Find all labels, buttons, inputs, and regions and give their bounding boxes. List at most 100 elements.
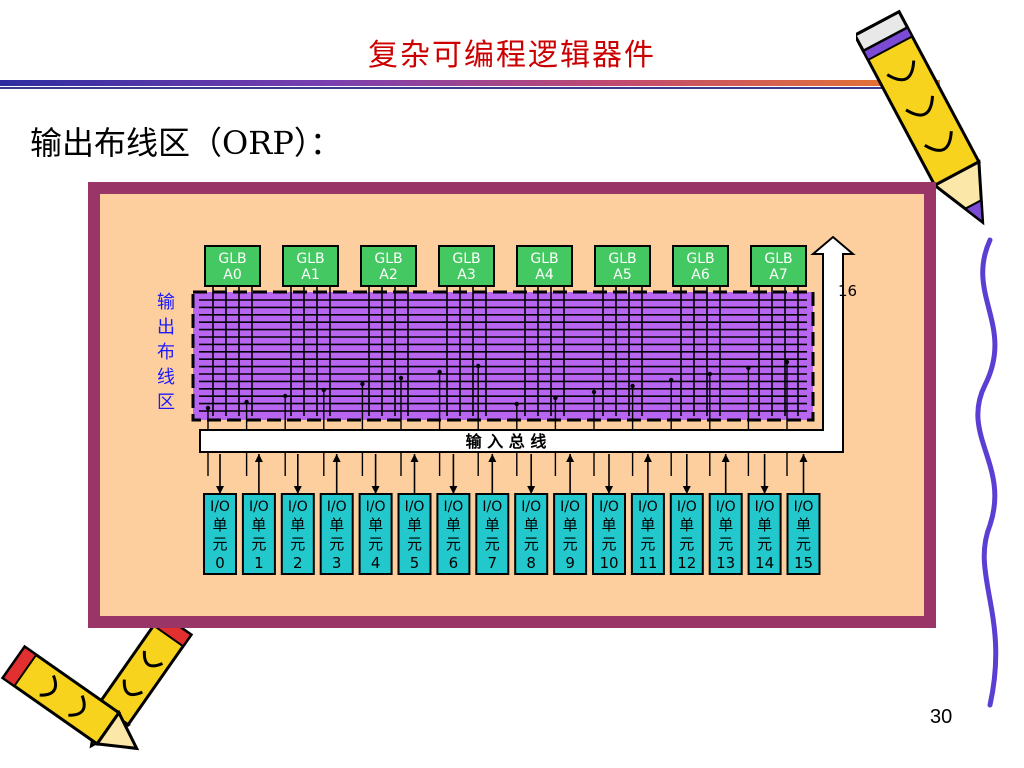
- io-cell-label: 元: [601, 535, 616, 553]
- orp-label-char: 布: [157, 342, 175, 363]
- junction-dot: [746, 365, 751, 371]
- io-cell-label: 14: [755, 554, 774, 572]
- junction-dot: [514, 401, 519, 407]
- io-cell-label: I/O: [716, 499, 736, 515]
- io-cell-label: 单: [563, 516, 578, 534]
- io-cell: [592, 493, 626, 575]
- io-cell-label: 单: [407, 516, 422, 534]
- io-cell-label: 元: [212, 535, 227, 553]
- io-cell-label: 13: [716, 554, 735, 572]
- io-cell-label: 单: [679, 516, 694, 534]
- glb-label: A5: [613, 267, 631, 283]
- orp-label-char: 线: [157, 367, 175, 388]
- arrowhead: [721, 454, 730, 462]
- glb-block: [516, 245, 573, 287]
- io-cell-label: 4: [371, 554, 381, 572]
- glb-label: GLB: [296, 251, 324, 267]
- slide-title: 复杂可编程逻辑器件: [368, 38, 656, 73]
- io-cell: [553, 493, 588, 575]
- io-cell-label: 元: [290, 535, 305, 553]
- io-cell-label: 元: [446, 535, 461, 553]
- glb-label: GLB: [686, 251, 714, 267]
- io-cell: [436, 493, 471, 575]
- arrowhead: [254, 454, 263, 462]
- io-cell-label: 单: [601, 516, 616, 534]
- io-cell-label: 单: [446, 516, 461, 534]
- io-cell-label: 元: [251, 535, 266, 553]
- io-cell-label: I/O: [443, 499, 463, 515]
- io-cell-label: 元: [407, 535, 422, 553]
- section-heading: 输出布线区（ORP）：: [30, 124, 342, 162]
- arrowhead: [449, 486, 458, 494]
- io-cell-label: I/O: [521, 499, 541, 515]
- io-cell-label: 元: [524, 535, 539, 553]
- io-cell: [708, 493, 743, 575]
- glb-label: GLB: [530, 251, 558, 267]
- arrowhead: [332, 454, 341, 462]
- io-cell-label: 元: [563, 535, 578, 553]
- junction-dot: [283, 393, 288, 399]
- io-cell: [203, 493, 237, 575]
- glb-block: [672, 245, 729, 287]
- pencil-icon: [0, 644, 140, 751]
- glb-label: A7: [769, 267, 787, 283]
- io-cell-label: 3: [332, 554, 342, 572]
- glb-label: A4: [535, 267, 554, 283]
- io-cell: [319, 493, 354, 575]
- io-cell-label: 元: [329, 535, 344, 553]
- io-cell-label: I/O: [677, 499, 697, 515]
- glb-block: [594, 245, 651, 287]
- io-cell-label: 单: [718, 516, 733, 534]
- io-cell-label: 10: [599, 554, 618, 572]
- arrowhead: [605, 486, 613, 494]
- io-cell: [280, 493, 315, 575]
- junction-dot: [321, 387, 326, 393]
- io-cell-label: 单: [368, 516, 383, 534]
- io-cell-label: 2: [293, 554, 303, 572]
- junction-dot: [630, 383, 635, 389]
- junction-dot: [244, 399, 249, 405]
- glb-label: GLB: [608, 251, 636, 267]
- glb-label: A2: [379, 267, 397, 283]
- glb-block: [438, 245, 495, 287]
- io-cell: [514, 493, 549, 575]
- title-underline-thin: [0, 87, 940, 89]
- junction-dot: [398, 375, 404, 381]
- glb-label: A6: [691, 267, 710, 283]
- junction-dot: [205, 405, 211, 411]
- io-cell: [669, 493, 704, 575]
- io-cell-label: I/O: [327, 499, 347, 515]
- glb-block: [204, 245, 261, 287]
- io-cell-label: I/O: [482, 499, 502, 515]
- glb-label: GLB: [374, 251, 402, 267]
- io-cell-label: 单: [212, 516, 227, 534]
- io-cell-label: 元: [757, 535, 772, 553]
- io-cell: [397, 493, 432, 575]
- junction-dot: [553, 395, 558, 401]
- arrowhead: [760, 486, 769, 494]
- glb-label: GLB: [452, 251, 480, 267]
- pencil-icon: [856, 9, 985, 226]
- arrowhead: [293, 486, 302, 494]
- arrowhead: [216, 486, 224, 494]
- arrowhead: [410, 454, 419, 462]
- junction-dot: [707, 371, 712, 377]
- io-cell-label: I/O: [249, 499, 269, 515]
- title-underline: [0, 80, 940, 86]
- io-cell-label: I/O: [366, 499, 386, 515]
- io-cell-label: I/O: [210, 499, 230, 515]
- io-cell-label: 元: [485, 535, 500, 553]
- io-cell-label: I/O: [638, 499, 658, 515]
- orp-label-char: 出: [157, 317, 175, 338]
- junction-dot: [476, 363, 481, 369]
- io-cell: [630, 493, 665, 575]
- io-cell: [747, 493, 782, 575]
- io-cell-label: I/O: [794, 499, 814, 515]
- io-cell-label: 7: [488, 554, 498, 572]
- io-cell-label: I/O: [599, 499, 619, 515]
- arrowhead: [799, 454, 808, 462]
- input-bus: [199, 235, 856, 453]
- io-cell-label: I/O: [405, 499, 425, 515]
- glb-label: A1: [301, 267, 319, 283]
